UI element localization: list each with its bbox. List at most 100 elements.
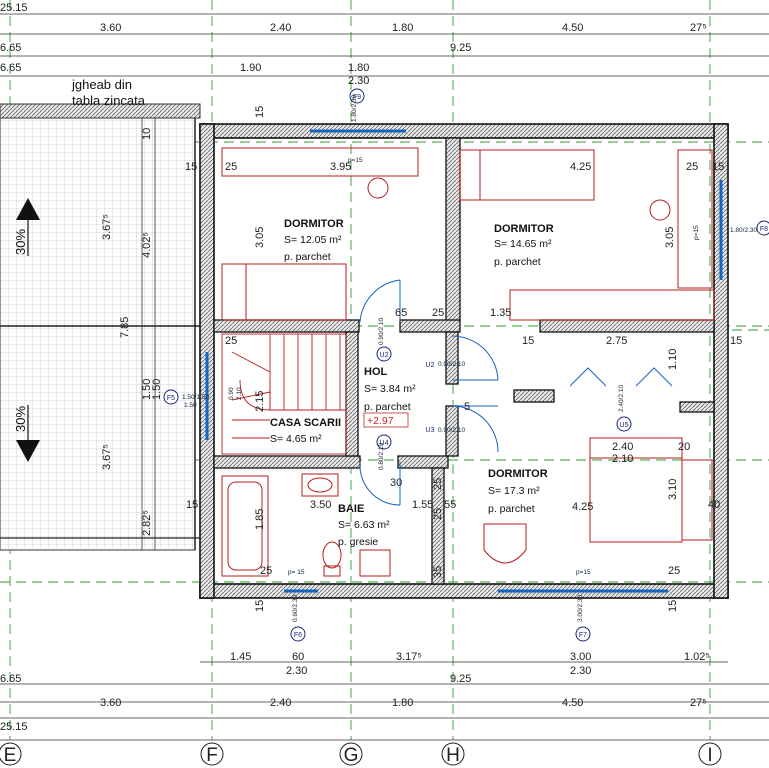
window-f7-dims: 3.00/2.30 (577, 595, 584, 622)
idim-10: 65 (395, 307, 407, 319)
idim-21: 30 (390, 477, 402, 489)
room-name-hol: HOL (364, 366, 388, 378)
room-area-dormitor2: S= 14.65 m² (494, 238, 552, 250)
dim-top-2: 2.40 (270, 22, 291, 34)
idim-15: 15 (730, 335, 742, 347)
dim-bot-10: 3.60 (100, 697, 121, 709)
idim-22: 25 (432, 478, 444, 490)
idim-11: 25 (432, 307, 444, 319)
idim-24: 1.55 (412, 499, 433, 511)
room-name-baie: BAIE (338, 503, 364, 515)
idim-38: 15 (667, 600, 679, 612)
slope-arrow-down-icon (16, 440, 40, 462)
window-bubbles (163, 88, 769, 642)
room-name-dormitor1: DORMITOR (284, 218, 344, 230)
window-f6-p: p= 15 (288, 569, 305, 576)
dim-bot-4: 3.00 (570, 651, 591, 663)
windows (205, 129, 723, 593)
dim-bot-6: 2.30 (286, 665, 307, 677)
idim-23: 25 (432, 508, 444, 520)
stair-label-1: 0.90 (228, 387, 235, 400)
dim-top-1: 3.60 (100, 22, 121, 34)
idim-13: 15 (522, 335, 534, 347)
dim-top-7: 9.25 (450, 42, 471, 54)
dim-top-10: 1.80 (348, 62, 369, 74)
hol-elevation: +2.97 (367, 415, 394, 427)
door-u4-dims: 0.80/2.10 (378, 443, 385, 470)
dim-bot-8: 6.65 (0, 673, 21, 685)
dim-bot-7: 2.30 (570, 665, 591, 677)
room-area-baie: S= 6.63 m² (338, 519, 390, 531)
dim-bot-5: 1.02⁵ (684, 651, 710, 663)
axis-label-i: I (707, 745, 712, 766)
idim-35: 35 (432, 566, 444, 578)
idim-14: 2.75 (606, 335, 627, 347)
idim-29: 2.10 (612, 453, 633, 465)
roof-dim-5: 1.50 (141, 379, 153, 400)
door-u2b-dims: 0.90/2.10 (438, 361, 465, 368)
dim-top-total: 25.15 (0, 2, 28, 14)
gutter-note-line1: jgheab din (71, 77, 132, 92)
door-u3-dims: 0.90/2.10 (438, 427, 465, 434)
dim-bot-11: 2.40 (270, 697, 291, 709)
stair-label-2: 2.10 (236, 387, 243, 400)
dim-bot-3: 3.17⁵ (396, 651, 422, 663)
dim-top-4: 4.50 (562, 22, 583, 34)
dim-bot-1: 1.45 (230, 651, 251, 663)
room-floor-dormitor2: p. parchet (494, 256, 541, 268)
dim-bot-9: 9.25 (450, 673, 471, 685)
idim-19: 5 (464, 401, 470, 413)
dim-top-9: 1.90 (240, 62, 261, 74)
dimension-lines-top (0, 13, 769, 741)
dim-top-11: 2.30 (348, 75, 369, 87)
window-f6-dims: 0.60/2.30 (292, 595, 299, 622)
window-f8-p: p=15 (693, 225, 700, 240)
room-floor-hol: p. parchet (364, 401, 411, 413)
idim-1: 15 (185, 161, 197, 173)
door-u5-dims: 2.40/2.10 (618, 385, 625, 412)
roof-dim-4: 7.85 (119, 317, 131, 338)
room-area-dormitor1: S= 12.05 m² (284, 234, 342, 246)
idim-3: 3.95 (330, 161, 351, 173)
dim-top-6: 6.65 (0, 42, 21, 54)
dim-bot-12: 1.80 (392, 697, 413, 709)
dim-bot-14: 27⁵ (690, 697, 707, 709)
idim-16: 1.10 (667, 349, 679, 370)
idim-6: 15 (712, 161, 724, 173)
idim-20: 15 (186, 499, 198, 511)
window-f9-dims: 1.80/2.30 (351, 95, 358, 122)
idim-28: 2.40 (612, 441, 633, 453)
idim-12: 1.35 (490, 307, 511, 319)
dim-top-5: 27⁵ (690, 22, 707, 34)
room-name-dormitor2: DORMITOR (494, 223, 554, 235)
interior-walls (213, 137, 715, 585)
door-u2-dims: 0.90/2.10 (378, 318, 385, 345)
door-u4-label: U4 (380, 440, 389, 447)
window-f5-dims: 1.50/1.50 (182, 394, 209, 401)
idim-18: 2.15 (254, 391, 266, 412)
room-floor-dormitor1: p. parchet (284, 251, 331, 263)
idim-36: 25 (668, 565, 680, 577)
door-u3-label: U3 (426, 427, 435, 434)
roof-dim-6: 1.50 (151, 379, 163, 400)
room-area-casa-scarii: S= 4.65 m² (270, 433, 322, 445)
room-floor-baie: p. gresie (338, 536, 378, 548)
room-name-casa-scarii: CASA SCARII (270, 417, 341, 429)
room-floor-dormitor3: p. parchet (488, 503, 535, 515)
dim-top-8: 6.65 (0, 62, 21, 74)
roof-dim-3: 4.02⁵ (141, 232, 153, 258)
window-f7-p: p=15 (576, 569, 591, 576)
dim-bot-2: 60 (292, 651, 304, 663)
axis-label-g: G (344, 745, 359, 766)
door-u2-label: U2 (380, 352, 389, 359)
door-swings (359, 279, 673, 506)
dim-bot-13: 4.50 (562, 697, 583, 709)
idim-8: 3.05 (254, 227, 266, 248)
idim-37: 15 (254, 600, 266, 612)
roof-dim-1: 10 (141, 128, 153, 140)
idim-25: 55 (444, 499, 456, 511)
idim-17: 25 (225, 335, 237, 347)
roof-dim-7: 3.67⁵ (101, 444, 113, 470)
door-u2b-label: U2 (426, 362, 435, 369)
